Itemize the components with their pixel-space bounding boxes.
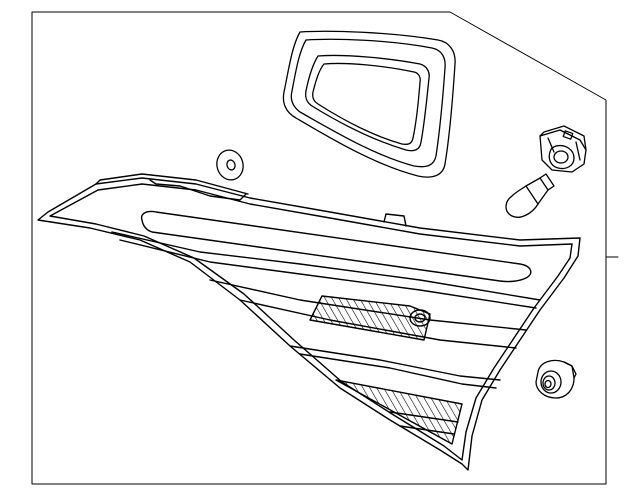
- tail-lamp-assembly-part: [37, 173, 581, 471]
- grommet-part: [216, 149, 244, 181]
- bulb-part: [505, 173, 555, 218]
- bulb-socket-part: [539, 125, 587, 173]
- socket-plug-part: [535, 359, 577, 399]
- diagram-border: [31, 11, 607, 485]
- gasket-part: [282, 30, 456, 178]
